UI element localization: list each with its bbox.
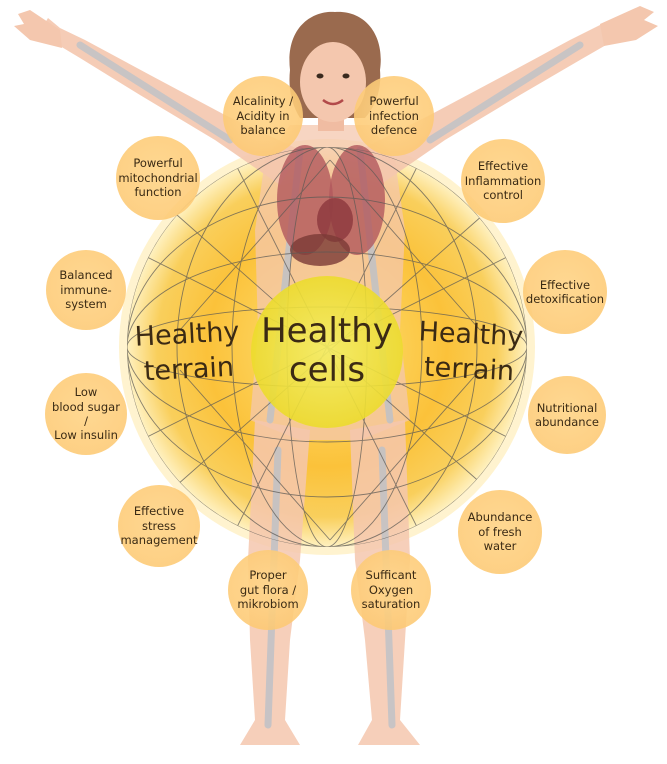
factor-water: Abundance of fresh water [458, 490, 542, 574]
factor-water-text: Abundance of fresh water [464, 510, 537, 553]
factor-immune: Balanced immune- system [46, 250, 126, 330]
factor-detox-text: Effective detoxification [522, 278, 608, 307]
factor-infection-defence: Powerful infection defence [354, 76, 434, 156]
factor-gut-flora: Proper gut flora / mikrobiom [228, 550, 308, 630]
factor-inflammation: Effective Inflammation control [461, 139, 545, 223]
factor-detox: Effective detoxification [523, 250, 607, 334]
factor-nutrition-text: Nutritional abundance [531, 401, 603, 430]
factor-infection-defence-text: Powerful infection defence [365, 94, 423, 137]
factor-mitochondrial: Powerful mitochondrial function [116, 136, 200, 220]
factor-immune-text: Balanced immune- system [55, 268, 116, 311]
factor-stress-text: Effective stress management [116, 504, 201, 547]
factor-stress: Effective stress management [118, 485, 200, 567]
right-hand [600, 6, 658, 46]
factor-mitochondrial-text: Powerful mitochondrial function [114, 156, 201, 199]
factor-blood-sugar: Low blood sugar / Low insulin [45, 373, 127, 455]
healthy-cells-label: Healthy cells [252, 312, 402, 390]
factor-oxygen-text: Sufficant Oxygen saturation [358, 568, 425, 611]
factor-gut-flora-text: Proper gut flora / mikrobiom [233, 568, 302, 611]
factor-oxygen: Sufficant Oxygen saturation [351, 550, 431, 630]
left-eye [317, 74, 324, 79]
left-hand [14, 10, 62, 48]
healthy-terrain-label-right: Healthy terrain [408, 315, 531, 390]
right-eye [343, 74, 350, 79]
healthy-terrain-label-left: Healthy terrain [126, 315, 249, 390]
factor-blood-sugar-text: Low blood sugar / Low insulin [45, 385, 127, 443]
factor-nutrition: Nutritional abundance [528, 376, 606, 454]
factor-alcalinity: Alcalinity / Acidity in balance [223, 76, 303, 156]
liver [290, 234, 350, 266]
factor-alcalinity-text: Alcalinity / Acidity in balance [229, 94, 297, 137]
factor-inflammation-text: Effective Inflammation control [461, 159, 545, 202]
